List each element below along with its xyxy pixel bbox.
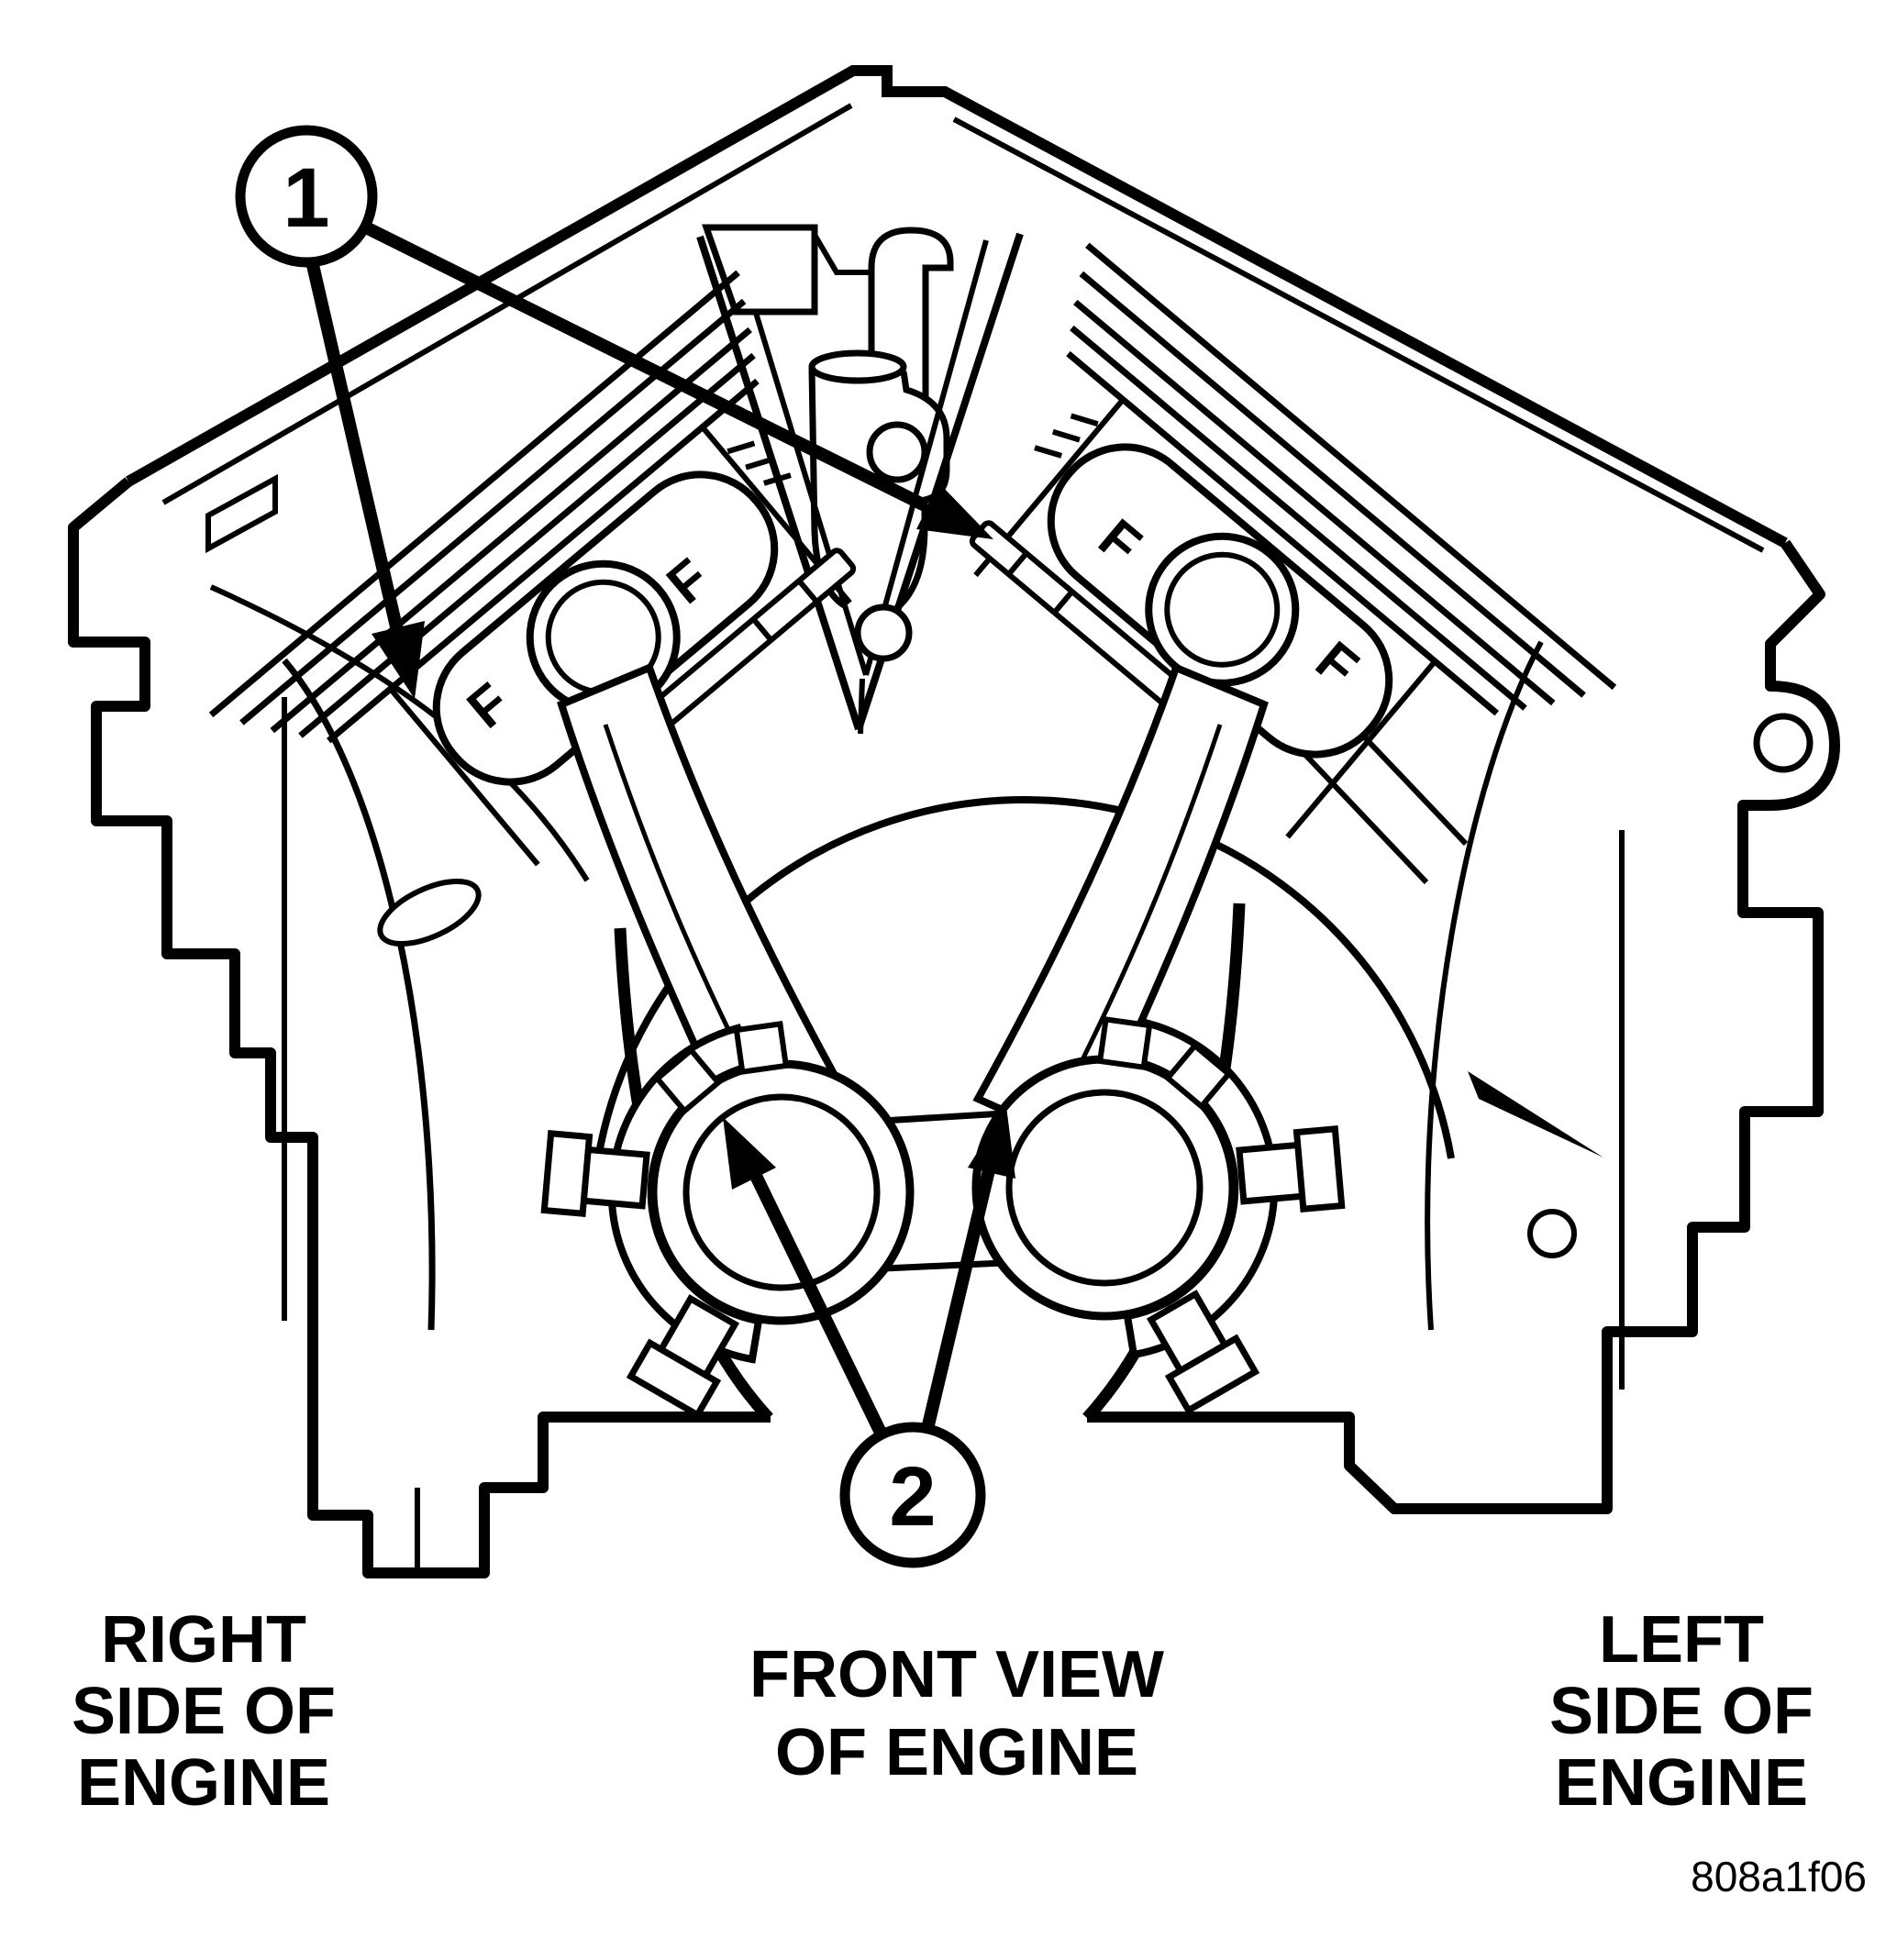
label-line: SIDE OF (72, 1675, 336, 1748)
dipstick-hook (868, 227, 954, 399)
block-right-profile (1087, 539, 1840, 1514)
cap-bolt (626, 1294, 740, 1420)
deck-line (326, 378, 760, 744)
big-end-left-bore (682, 1093, 881, 1291)
label-line: ENGINE (77, 1746, 330, 1820)
piston-right-pin-bore-inner (1164, 551, 1281, 668)
bolt-shank (578, 1146, 650, 1210)
split-lug (1163, 1041, 1233, 1111)
valley-lower-hole (854, 604, 913, 662)
big-end-right-bore (1005, 1089, 1204, 1287)
deck-line (270, 327, 752, 734)
arrow-shaft (306, 263, 407, 648)
label-line: SIDE OF (1549, 1675, 1814, 1748)
split-lug (733, 1021, 790, 1076)
mount-tab-hole (1753, 713, 1814, 773)
deck-line (208, 270, 740, 718)
engine-block (68, 65, 1840, 1578)
right-small-boss-hole (1527, 1209, 1577, 1258)
deck-line (298, 352, 756, 738)
ring-gap-tick (1034, 445, 1063, 459)
valley-stem (858, 678, 865, 735)
deck-line (1070, 325, 1527, 711)
label-right-side-of-engine: RIGHT SIDE OF ENGINE (72, 1603, 336, 1820)
label-line: RIGHT (101, 1603, 306, 1677)
cap-bolt (1146, 1290, 1260, 1415)
oil-gallery-oval (377, 878, 482, 947)
arrowhead-to-left-big-end (723, 1117, 776, 1190)
callout-1-circle (235, 125, 378, 268)
block-left-profile (68, 477, 771, 1578)
figure-code: 808a1f06 (1691, 1853, 1867, 1900)
left-bank: F F (208, 270, 857, 867)
bolt-shank (1236, 1141, 1308, 1205)
label-line: FRONT VIEW (749, 1638, 1164, 1711)
bolt-head (540, 1130, 594, 1217)
arrow-shaft (361, 220, 930, 513)
bolt-head (1292, 1125, 1346, 1213)
ring-gap-tick (762, 472, 792, 486)
ring-gap-tick (1051, 428, 1081, 443)
deck-line (1085, 242, 1617, 691)
lug-rect (733, 1021, 790, 1076)
cap-bolt (1236, 1125, 1346, 1213)
rod-bearing-cap-right (1123, 1019, 1346, 1415)
deck-line (1073, 299, 1556, 706)
ring-gap-tick (1070, 413, 1099, 427)
breather-boss-hole (866, 421, 928, 483)
ring-gap-tick (727, 440, 756, 455)
arrowhead-to-left-piston (372, 621, 425, 699)
lug-rect (653, 1046, 723, 1115)
right-inner-wall-curve (1425, 640, 1544, 1331)
roof-step-notch (205, 473, 278, 554)
arrowhead-to-right-big-end (968, 1106, 1015, 1179)
label-left-side-of-engine: LEFT SIDE OF ENGINE (1549, 1603, 1814, 1820)
bolt-head (1164, 1334, 1260, 1415)
deck-line (1079, 271, 1586, 698)
callout-1-number: 1 (283, 151, 329, 245)
ring-land-tick (1052, 590, 1075, 615)
deck-line (1066, 350, 1500, 716)
cap-bolt (540, 1130, 650, 1217)
bracket-link-line (812, 233, 870, 275)
label-line: ENGINE (1555, 1746, 1808, 1820)
roof-inner-line-right (952, 116, 1765, 553)
breather-tube-top (808, 349, 907, 384)
arrowhead-to-right-piston (916, 483, 993, 539)
callout-1-arrows (306, 220, 993, 699)
ring-land-tick (1006, 551, 1029, 577)
right-shadow-wedge (1468, 1071, 1603, 1157)
bolt-head (626, 1338, 722, 1420)
label-front-view-of-engine: FRONT VIEW OF ENGINE (749, 1638, 1164, 1789)
ring-land-tick (750, 617, 773, 642)
lug-rect (1163, 1041, 1233, 1111)
label-line: LEFT (1599, 1603, 1764, 1677)
label-line: OF ENGINE (775, 1716, 1138, 1789)
split-lug (653, 1046, 723, 1115)
arrow-shaft (921, 1168, 995, 1431)
callout-2-arrows (723, 1106, 1015, 1438)
left-inner-wall-curve (282, 658, 436, 1331)
split-lug (1096, 1016, 1153, 1071)
arrow-shaft (749, 1172, 888, 1438)
block-roof-edge (126, 65, 1788, 548)
ring-land-tick (796, 579, 819, 604)
ring-gap-tick (745, 456, 774, 471)
callout-2-circle (839, 1422, 986, 1568)
callout-2-number: 2 (889, 1450, 936, 1544)
lug-rect (1096, 1016, 1153, 1071)
bore-wall (388, 687, 540, 867)
connecting-rod-right (972, 662, 1269, 1152)
bore-wall (1285, 659, 1437, 839)
rod-bearing-cap-left (540, 1024, 763, 1420)
right-bank: F F (969, 242, 1617, 839)
